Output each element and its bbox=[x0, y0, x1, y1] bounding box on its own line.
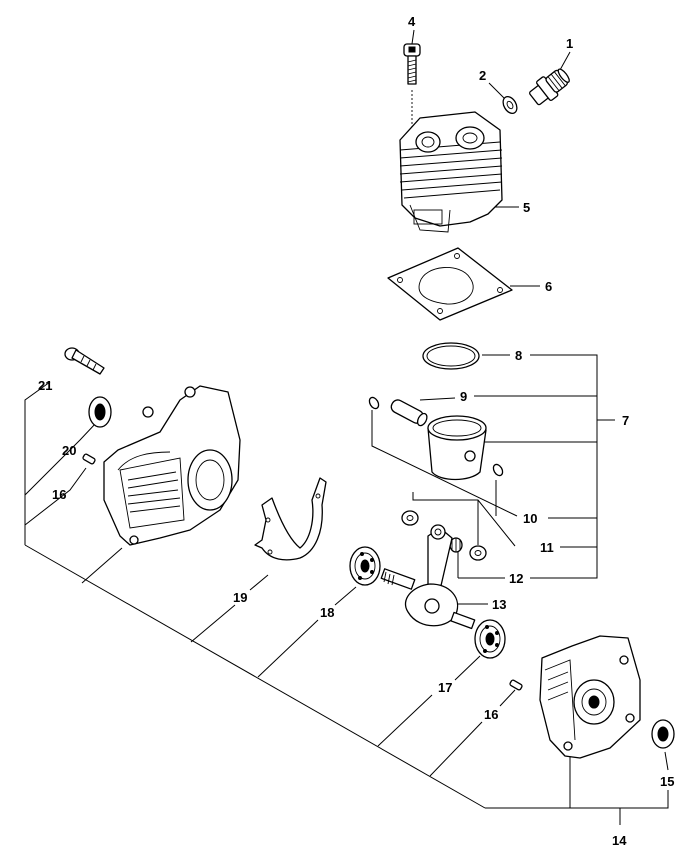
callout-labels: 1 2 4 5 6 7 8 9 10 11 12 13 14 15 16 16 … bbox=[38, 14, 674, 848]
callout-13: 13 bbox=[492, 597, 506, 612]
crankcase-right bbox=[539, 635, 641, 759]
callout-20: 20 bbox=[62, 443, 76, 458]
callout-8: 8 bbox=[515, 348, 522, 363]
part-21-bolt bbox=[64, 347, 105, 375]
part-20-oil-seal bbox=[88, 396, 112, 428]
part-12-needle-bearing bbox=[449, 537, 463, 553]
callout-15: 15 bbox=[660, 774, 674, 789]
callout-10: 10 bbox=[523, 511, 537, 526]
callout-16-right: 16 bbox=[484, 707, 498, 722]
part-15-oil-seal bbox=[651, 719, 675, 749]
callout-11: 11 bbox=[540, 540, 554, 555]
part-5-cylinder bbox=[399, 111, 503, 233]
part-16-dowel-left bbox=[82, 453, 96, 465]
callout-21: 21 bbox=[38, 378, 52, 393]
part-10-circlips bbox=[368, 396, 504, 477]
callout-14: 14 bbox=[612, 833, 627, 848]
callout-9: 9 bbox=[460, 389, 467, 404]
part-2-washer bbox=[502, 95, 518, 115]
callout-19: 19 bbox=[233, 590, 247, 605]
part-8-piston-ring bbox=[422, 342, 480, 370]
callout-12: 12 bbox=[509, 571, 523, 586]
callout-4: 4 bbox=[408, 14, 416, 29]
callout-7: 7 bbox=[622, 413, 629, 428]
crankcase-left bbox=[103, 385, 241, 546]
callout-17: 17 bbox=[438, 680, 452, 695]
callout-16-left: 16 bbox=[52, 487, 66, 502]
callout-2: 2 bbox=[479, 68, 486, 83]
callout-6: 6 bbox=[545, 279, 552, 294]
piston bbox=[427, 415, 487, 481]
leader-lines bbox=[24, 29, 669, 825]
part-18-bearing bbox=[349, 546, 381, 586]
part-17-bearing bbox=[474, 619, 506, 659]
part-6-gasket bbox=[387, 247, 513, 321]
part-13-crankshaft bbox=[380, 524, 476, 630]
part-1-valve bbox=[529, 68, 570, 106]
part-19-crankcase-gasket bbox=[254, 477, 327, 561]
callout-5: 5 bbox=[523, 200, 530, 215]
callout-18: 18 bbox=[320, 605, 334, 620]
part-11-washers bbox=[401, 510, 487, 561]
part-9-piston-pin bbox=[390, 399, 428, 427]
part-16-dowel-right bbox=[509, 679, 523, 691]
callout-1: 1 bbox=[566, 36, 573, 51]
